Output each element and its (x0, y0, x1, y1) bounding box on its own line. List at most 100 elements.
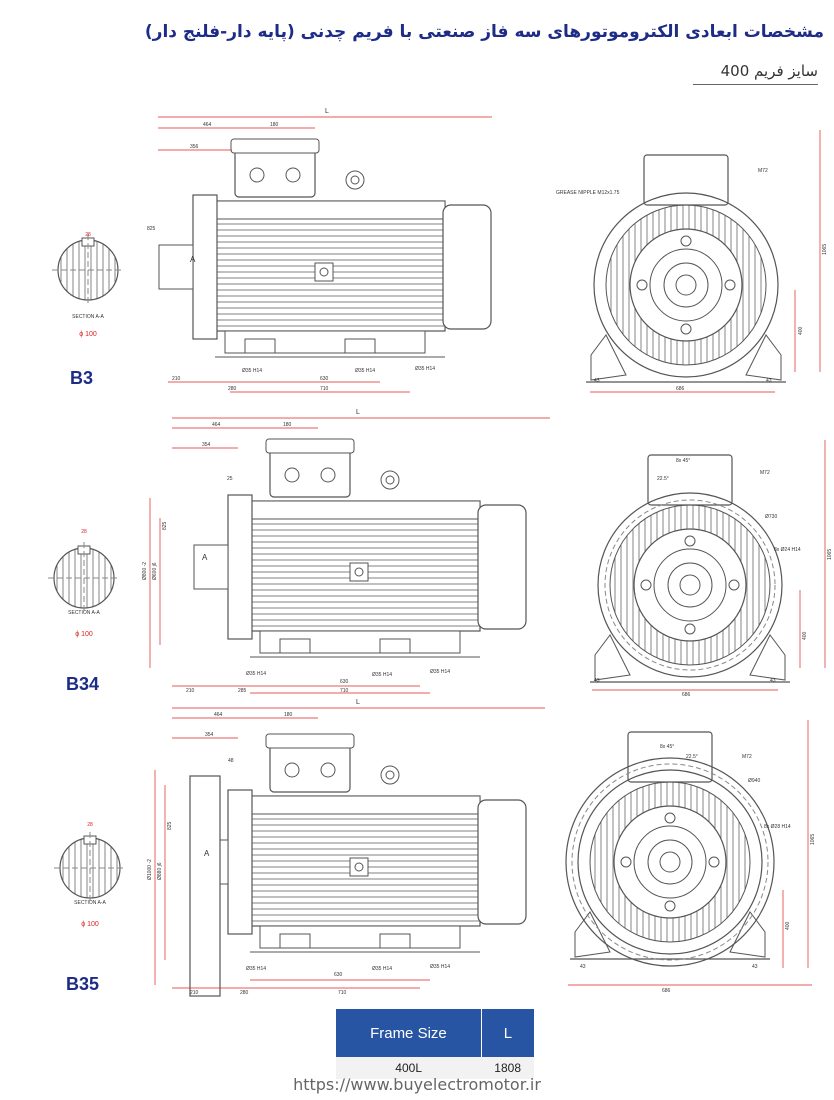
b3-dim-280: 280 (228, 386, 237, 392)
b34-key-width: 28 (81, 529, 87, 535)
b3-dim-464: 464 (203, 122, 212, 128)
b35-dim-464: 464 (214, 712, 223, 718)
b35-label: B35 (66, 974, 100, 994)
frame-size-subtitle: سایز فریم 400 (693, 62, 818, 85)
b34-section-drawing (47, 541, 121, 615)
b34-dim-L: L (356, 409, 360, 416)
b3-dim-210: 210 (172, 376, 181, 382)
b35-angle1: 8x 45° (660, 744, 674, 750)
b3-dim-356: 356 (190, 144, 199, 150)
footer-url: https://www.buyelectromotor.ir (293, 1075, 541, 1094)
b3-dim-686: 686 (676, 386, 685, 392)
b35-bolt-b: Ø35 H14 (372, 966, 392, 972)
page-title: مشخصات ابعادی الکتروموتورهای سه فاز صنعت… (144, 22, 824, 42)
b35-dim-354: 354 (205, 732, 214, 738)
b34-side-view (193, 438, 527, 658)
b35-dim-180: 180 (284, 712, 293, 718)
b34-section-A: A (202, 553, 208, 562)
b3-dim-43-right: 43 (766, 378, 772, 384)
b35-dim-210: 210 (190, 990, 199, 996)
b35-dim-630: 630 (334, 972, 343, 978)
b35-dim-825: 825 (167, 821, 173, 830)
b3-dim-710: 710 (320, 386, 329, 392)
b34-bolt-b: Ø35 H14 (372, 672, 392, 678)
b34-dim-180: 180 (283, 422, 292, 428)
b34-shaft-dia: ϕ 100 (75, 631, 93, 638)
b3-dim-825: 825 (147, 226, 156, 232)
b35-dim-43-right: 43 (752, 964, 758, 970)
b34-dim-630: 630 (340, 679, 349, 685)
b34-dim-280: 285 (238, 688, 247, 694)
table-cell-L: 1808 (481, 1057, 534, 1079)
table-header-frame-size: Frame Size (336, 1009, 482, 1057)
b3-grease-nipple: GREASE NIPPLE M12x1.75 (556, 190, 620, 196)
b35-front-view (565, 731, 775, 967)
table-cell-frame: 400L (336, 1057, 482, 1079)
b34-bolt-a: Ø35 H14 (246, 671, 266, 677)
b34-dim-354: 354 (202, 442, 211, 448)
b35-side-view (189, 733, 527, 997)
b35-dim-710: 710 (338, 990, 347, 996)
b34-dim-43-left: 43 (594, 678, 600, 684)
b34-flange1: Ø800 -2 (142, 562, 148, 580)
b35-key-width: 28 (87, 822, 93, 828)
b3-bolt-c: Ø35 H14 (415, 366, 435, 372)
b35-dim-1065: 1065 (810, 834, 816, 845)
b3-bolt-b: Ø35 H14 (355, 368, 375, 374)
b3-label: B3 (70, 368, 94, 388)
b35-bolt-a: Ø35 H14 (246, 966, 266, 972)
b35-dim-400: 400 (785, 921, 791, 930)
b35-dim-280: 280 (240, 990, 249, 996)
b35-section-label: SECTION A-A (74, 900, 106, 906)
table-row: 400L 1808 (336, 1057, 534, 1079)
b3-dim-630: 630 (320, 376, 329, 382)
b35-dim-48: 48 (228, 758, 234, 764)
b34-angle2: 22.5° (657, 476, 669, 482)
b34-dim-43-right: 43 (770, 678, 776, 684)
b3-section-drawing (51, 233, 125, 307)
b35-bolt-c: Ø35 H14 (430, 964, 450, 970)
b34-dim-25: 25 (227, 476, 233, 482)
b34-holes: 8x Ø24 H14 (774, 547, 801, 553)
b35-shaft-dia: ϕ 100 (81, 921, 99, 928)
table-header-L: L (481, 1009, 534, 1057)
b35-section-drawing (53, 831, 127, 905)
b35-flange2: Ø880 j6 (157, 862, 163, 880)
b3-dim-43-left: 43 (594, 378, 600, 384)
b34-dim-1065: 1065 (827, 549, 833, 560)
b35-dim-L: L (356, 699, 360, 706)
b34-angle1: 8x 45° (676, 458, 690, 464)
b35-m72: M72 (742, 754, 752, 760)
b34-dimension-lines (149, 417, 826, 694)
b35-flange1: Ø1000 -2 (147, 859, 153, 880)
b34-dim-210: 210 (186, 688, 195, 694)
b34-label: B34 (66, 674, 100, 694)
b3-side-view (158, 138, 492, 358)
b34-dim-825: 825 (162, 521, 168, 530)
b35-holes: 8x Ø28 H14 (764, 824, 791, 830)
b34-flange2: Ø600 j6 (152, 562, 158, 580)
b3-m72: M72 (758, 168, 768, 174)
b34-dim-710: 710 (340, 688, 349, 694)
b34-bolt-c: Ø35 H14 (430, 669, 450, 675)
b35-dim-43-left: 43 (580, 964, 586, 970)
b35-dim-686: 686 (662, 988, 671, 994)
b35-pcd: Ø940 (748, 778, 760, 784)
b35-angle2: 22.5° (686, 754, 698, 760)
b3-dimension-lines (158, 116, 821, 393)
b3-dim-1065: 1065 (822, 244, 828, 255)
b34-dim-686: 686 (682, 692, 691, 698)
b3-shaft-dia: ϕ 100 (79, 331, 97, 338)
b3-key-width: 28 (85, 232, 91, 238)
b3-dim-180: 180 (270, 122, 279, 128)
b35-dimension-lines (154, 707, 812, 989)
b3-section-A: A (190, 255, 196, 264)
b3-dim-400: 400 (798, 326, 804, 335)
frame-size-table: Frame Size L 400L 1808 (336, 1009, 534, 1079)
b34-dim-400: 400 (802, 631, 808, 640)
b34-front-view (589, 454, 791, 683)
b34-pcd: Ø730 (765, 514, 777, 520)
b34-section-label: SECTION A-A (68, 610, 100, 616)
b3-bolt-a: Ø35 H14 (242, 368, 262, 374)
